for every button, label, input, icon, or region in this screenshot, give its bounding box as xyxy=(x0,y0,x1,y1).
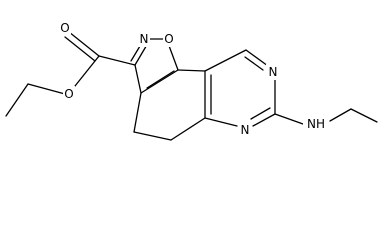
nh-label: NH xyxy=(307,117,325,131)
bond-o-c7a xyxy=(167,42,179,71)
nh-bg xyxy=(303,116,329,132)
bond-c9-n-top-double xyxy=(244,56,264,71)
bond-c4-c5 xyxy=(133,131,172,141)
bond-layer xyxy=(5,31,378,141)
bond-carbonyl-o xyxy=(68,31,100,57)
bond-c3a-c4 xyxy=(133,92,142,133)
n-isoxazole-bg xyxy=(138,31,150,47)
chemical-structure-diagram: N O O O N N NH xyxy=(5,20,378,141)
bond-c3-c3a xyxy=(134,64,142,94)
bond-c7-n-bottom xyxy=(252,113,276,127)
o-isoxazole-bg xyxy=(163,31,175,47)
n-pyrimidine-bottom-bg xyxy=(238,122,252,138)
bond-c3a-c7a-double xyxy=(146,70,175,89)
atom-label-layer: N O O O N N NH xyxy=(59,20,329,138)
bond-c9a-c9 xyxy=(204,49,247,72)
n-pyrimidine-top-bg xyxy=(266,64,280,80)
n-pyrimidine-top-label: N xyxy=(269,65,278,79)
bond-o-ethyl-ch2 xyxy=(27,83,66,95)
bond-ethyl-ch2-ch3 xyxy=(5,83,29,117)
n-isoxazole-label: N xyxy=(140,32,149,46)
bond-c3-c-carbonyl xyxy=(98,55,136,66)
bond-nh-ch2 xyxy=(329,108,352,122)
bond-c3a-c7a xyxy=(140,69,179,94)
n-pyrimidine-bottom-label: N xyxy=(241,123,250,137)
o-carbonyl-label: O xyxy=(60,21,69,35)
bond-ch2-ch3 xyxy=(350,108,378,123)
o-isoxazole-label: O xyxy=(164,32,173,46)
bond-c7-n-bottom-double xyxy=(250,107,271,120)
bond-c7-nh xyxy=(274,113,304,125)
bond-c9-n-top xyxy=(245,49,269,67)
bond-carbonyl-o-double xyxy=(64,36,96,62)
bond-c5-c5a xyxy=(170,117,206,141)
bond-n-bottom-c5a xyxy=(204,117,238,127)
bond-c9a-c7a xyxy=(177,69,206,72)
o-carbonyl-bg xyxy=(59,20,71,36)
bond-carbonyl-o-ester xyxy=(74,55,100,87)
o-ester-bg xyxy=(63,86,75,102)
o-ester-label: O xyxy=(64,87,73,101)
